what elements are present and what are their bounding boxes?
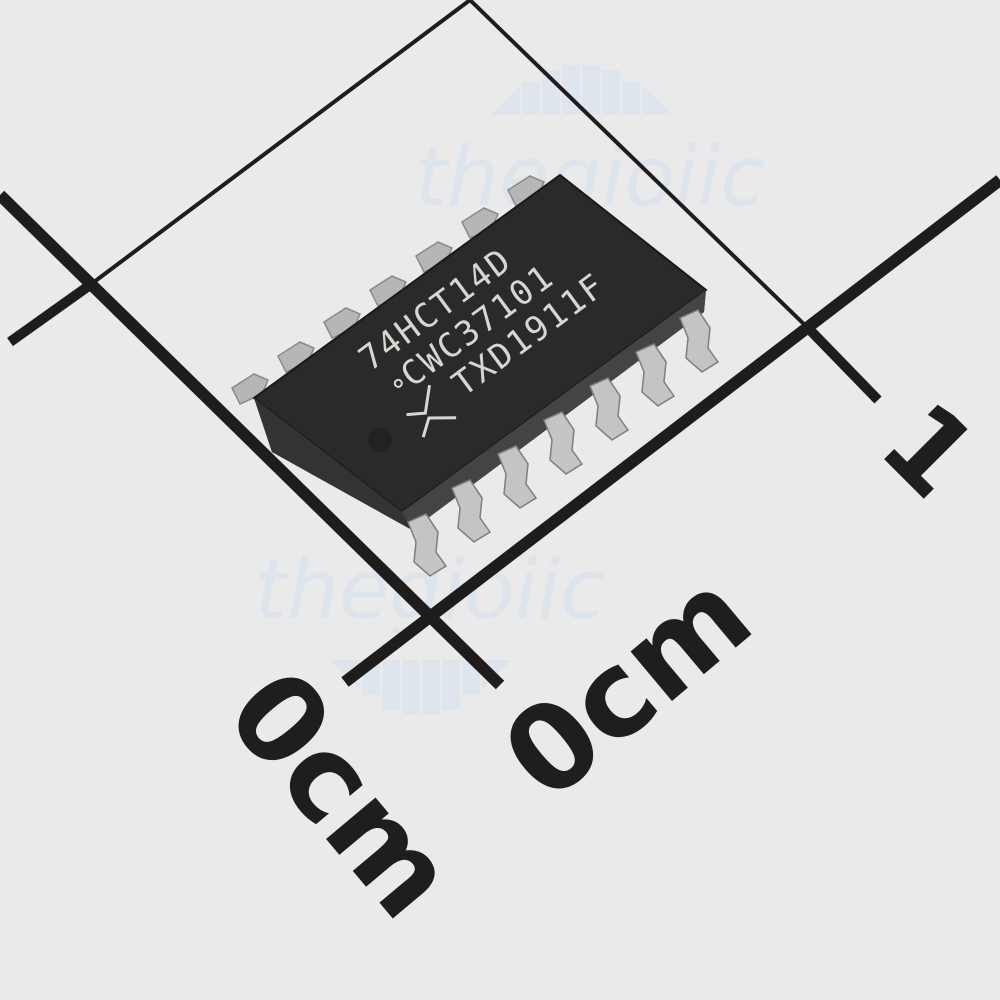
marking-dot-icon [393,378,403,388]
grid-line-thin [468,0,812,332]
chip-bevel [402,290,706,530]
watermark-top: thegioiic [415,65,765,225]
grid-line-thick [341,175,1000,687]
pin [497,445,538,509]
grid-tick [806,326,882,404]
grid-line-thick [0,190,505,690]
pin [543,411,584,475]
pin [407,513,448,577]
chip-bevel-left [254,398,412,530]
ic-chip: 74HCT14D CWC37101 TXD1911F [231,173,720,577]
pin [679,309,720,373]
pin [323,307,361,339]
pin-row-bottom [407,309,720,577]
scale-label-left-zero: 0cm [201,644,483,943]
pin [451,479,492,543]
grid-tick [7,280,93,347]
pin [635,343,676,407]
scale-grid [0,0,1000,690]
pin [277,341,315,373]
pin [589,377,630,441]
pin [461,207,499,239]
grid-line-thin [88,0,472,287]
pin1-dimple-icon [368,428,392,452]
nexperia-logo-icon [406,384,457,438]
pin-row-top [231,175,545,405]
pin [231,373,269,405]
